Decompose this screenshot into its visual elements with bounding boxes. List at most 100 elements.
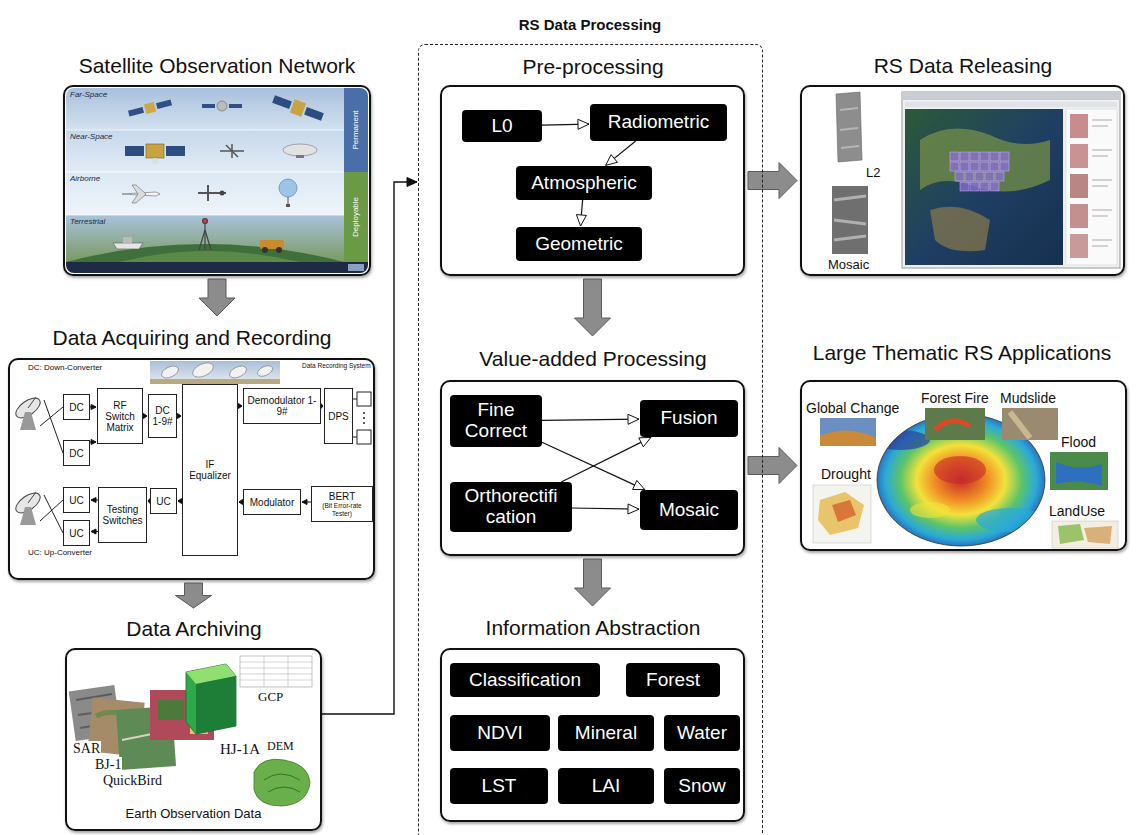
process-box: Fine Correct	[450, 395, 542, 447]
observation-network-picture-part-part	[128, 107, 144, 117]
connector	[748, 163, 797, 199]
arrowhead	[633, 480, 645, 489]
connector	[176, 583, 212, 608]
observation-network-picture-part	[66, 172, 344, 215]
box-label: LAI	[592, 776, 621, 797]
antenna-picture-part	[44, 400, 63, 453]
process-box: Testing Switches	[98, 487, 147, 543]
earth-observation-images-part	[240, 656, 312, 687]
observation-network-picture-part	[348, 264, 364, 271]
box-label: DC	[69, 402, 83, 413]
annotation-label: Permanent	[351, 110, 360, 149]
application-images-part	[820, 418, 876, 446]
process-box: Water	[664, 715, 740, 751]
connector	[606, 141, 636, 165]
process-box: Forest	[626, 663, 720, 697]
release-images-part-part	[955, 172, 964, 181]
arrowhead	[628, 504, 639, 514]
antenna-picture-part-part	[20, 412, 36, 430]
block-arrow	[748, 448, 797, 484]
box-label: DC	[69, 448, 83, 459]
observation-network-picture-part	[66, 215, 344, 216]
observation-network-picture-part-part	[279, 179, 297, 197]
process-box: UC	[63, 487, 90, 513]
release-images-part	[905, 102, 1117, 107]
application-images-part	[1058, 524, 1084, 544]
box-label: Radiometric	[608, 112, 709, 133]
annotation-label: GCP	[257, 690, 284, 705]
release-images-part-part	[985, 172, 994, 181]
heading-area: Pre-processing	[436, 50, 750, 85]
annotation-label: QuickBird	[102, 773, 163, 789]
process-box: Snow	[664, 768, 740, 804]
panel-heading: Data Archiving	[126, 617, 261, 641]
release-images-part-part	[960, 162, 969, 171]
earth-observation-images-part	[240, 656, 312, 687]
box-label: Mosaic	[659, 500, 719, 521]
recording-units-part	[363, 417, 365, 419]
box-label: BERT	[329, 491, 356, 502]
observation-network-picture-part	[199, 219, 211, 251]
ground-station-photo-part	[150, 361, 280, 384]
process-box: RF Switch Matrix	[97, 388, 143, 444]
ground-station-photo-part	[160, 360, 274, 380]
observation-network-picture-part-part	[199, 230, 205, 250]
box-label: Geometric	[535, 234, 623, 255]
block-arrow	[748, 163, 797, 199]
heading-area: Value-added Processing	[436, 338, 750, 380]
connector	[143, 414, 147, 419]
annotation-label: Forest Fire	[921, 390, 989, 406]
panel-heading: Information Abstraction	[486, 616, 701, 640]
annotation-label: LandUse	[1049, 503, 1105, 519]
release-images-part	[834, 196, 866, 240]
connector	[575, 559, 611, 606]
annotation-label: Data Recording System	[302, 362, 371, 369]
earth-observation-images-part	[254, 759, 310, 806]
panel-heading: Pre-processing	[522, 55, 663, 79]
connector	[575, 279, 611, 336]
recording-units-part	[357, 430, 371, 444]
connector	[572, 504, 639, 514]
block-arrow	[575, 559, 611, 606]
connector	[542, 119, 589, 129]
recording-units-part	[363, 422, 365, 424]
release-images-part-part	[970, 162, 979, 171]
antenna-picture-part-part	[20, 507, 36, 525]
box-label: IF Equalizer	[185, 459, 235, 481]
observation-network-picture-part-part	[146, 144, 164, 158]
arrowhead	[639, 437, 651, 446]
panel-heading: RS Data Processing	[519, 16, 662, 33]
observation-network-picture-part	[127, 97, 172, 118]
box-label: Classification	[469, 670, 581, 691]
antenna-picture-part-part	[28, 397, 36, 408]
box-label: L0	[491, 116, 512, 137]
observation-network-picture-part-part	[290, 99, 306, 116]
heading-area: Data Acquiring and Recording	[6, 318, 378, 358]
observation-network-picture-part	[279, 179, 297, 207]
annotation-label: Near-Space	[70, 132, 113, 141]
process-box: Fusion	[640, 400, 738, 437]
connector	[302, 500, 311, 505]
observation-network-picture-part-part	[125, 146, 144, 156]
connector	[91, 498, 98, 503]
release-images-part	[1070, 174, 1088, 198]
panel: Value-added ProcessingFine CorrectOrthor…	[436, 338, 750, 556]
release-images-part	[1070, 234, 1088, 258]
release-images-part-part	[990, 182, 999, 191]
observation-network-picture-part-part	[202, 104, 215, 108]
observation-network-picture-part-part	[132, 185, 146, 203]
heading-area: RS Data Releasing	[798, 48, 1128, 85]
arrowhead	[239, 404, 243, 409]
antenna-picture-part-part	[28, 492, 36, 503]
observation-network-picture-part-part	[272, 95, 292, 109]
observation-network-picture-part	[66, 262, 368, 273]
annotation-label: BJ-1	[94, 757, 122, 773]
annotation-label: SAR	[72, 741, 101, 757]
box-label: UC	[69, 528, 83, 539]
annotation-label: UC: Up-Converter	[28, 548, 92, 557]
process-box: Geometric	[516, 227, 642, 261]
observation-network-picture-part-part	[262, 247, 268, 253]
panel-heading: Satellite Observation Network	[79, 54, 356, 78]
annotation-label: DEM	[266, 740, 295, 754]
process-box: Modulator	[243, 489, 301, 515]
